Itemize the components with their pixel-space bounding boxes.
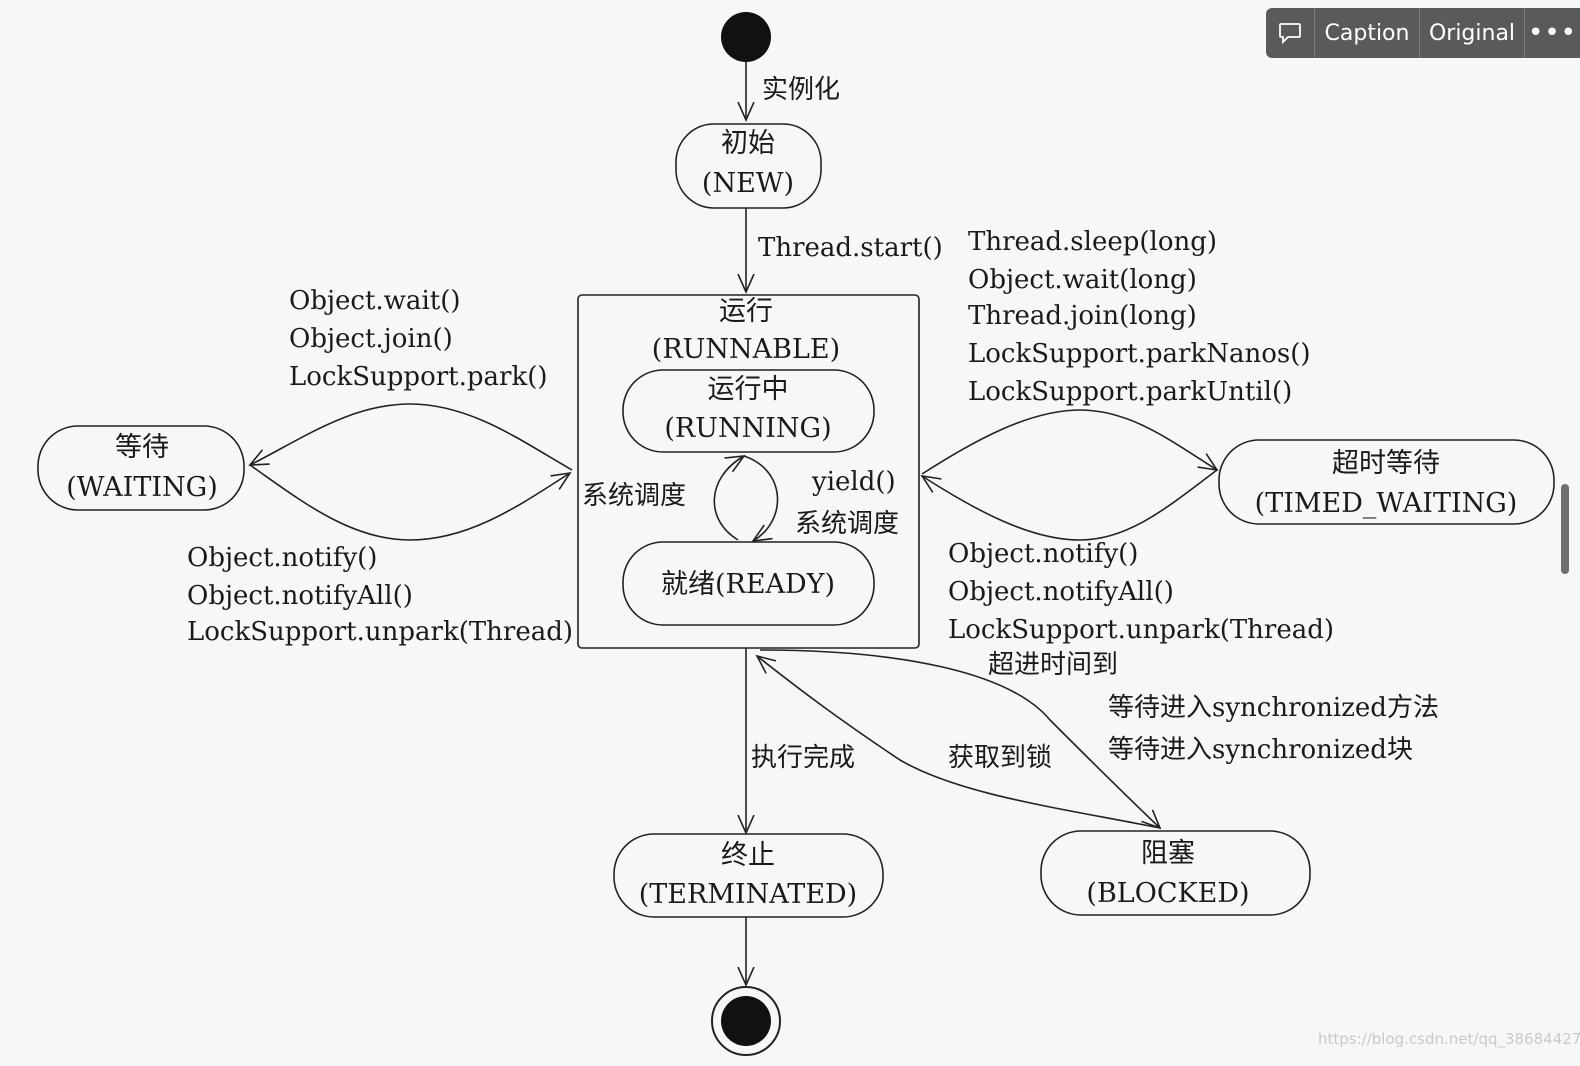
join-label: Object.join(): [289, 324, 453, 354]
sleep-label: Thread.sleep(long): [968, 227, 1217, 257]
image-toolbar: Caption Original •••: [1266, 8, 1580, 58]
state-blocked: [1040, 830, 1311, 916]
state-blocked-zh: 阻塞: [1141, 838, 1195, 869]
from-timed-waiting-arrow: [922, 469, 1218, 541]
caption-button[interactable]: Caption: [1315, 8, 1420, 58]
notify-label-right: Object.notify(): [948, 539, 1138, 569]
sync-block-label: 等待进入synchronized块: [1108, 735, 1413, 765]
yield-label: yield(): [811, 467, 896, 497]
state-running-zh: 运行中: [708, 374, 789, 405]
notify-label-left: Object.notify(): [187, 543, 377, 573]
running-to-ready-arrow: [743, 455, 779, 541]
acquire-lock-label: 获取到锁: [948, 743, 1052, 773]
state-ready: [622, 541, 875, 626]
finish-label: 执行完成: [751, 743, 855, 773]
speech-bubble-icon: [1279, 23, 1301, 44]
state-terminated: [613, 833, 884, 918]
parknanos-label: LockSupport.parkNanos(): [968, 339, 1310, 369]
to-timed-waiting-arrow: [921, 409, 1217, 475]
state-waiting-en: (WAITING): [66, 472, 218, 503]
schedule-label-left: 系统调度: [582, 481, 686, 511]
wait-label: Object.wait(): [289, 286, 461, 316]
ready-to-running-arrow: [713, 456, 744, 541]
join-long-label: Thread.join(long): [968, 301, 1197, 331]
scrollbar-handle[interactable]: [1561, 484, 1569, 574]
acquire-lock-arrow: [757, 656, 1161, 829]
final-node-ring: [711, 986, 781, 1056]
sync-method-label: 等待进入synchronized方法: [1108, 693, 1439, 723]
state-running-en: (RUNNING): [664, 413, 831, 444]
unpark-label-left: LockSupport.unpark(Thread): [187, 617, 573, 647]
park-label: LockSupport.park(): [289, 362, 548, 392]
notifyall-label-left: Object.notifyAll(): [187, 581, 413, 611]
state-runnable-en: (RUNNABLE): [652, 334, 840, 365]
state-timed-waiting: [1218, 439, 1555, 525]
initial-node: [721, 12, 771, 62]
thread-start-label: Thread.start(): [758, 233, 943, 263]
state-runnable-zh: 运行: [719, 296, 773, 327]
state-ready-text: 就绪(READY): [661, 569, 835, 600]
final-node: [721, 996, 771, 1046]
state-timed-waiting-zh: 超时等待: [1332, 448, 1440, 479]
schedule-label-right: 系统调度: [795, 509, 899, 539]
to-blocked-arrow: [759, 649, 1160, 828]
state-new: [675, 123, 822, 209]
parkuntil-label: LockSupport.parkUntil(): [968, 377, 1292, 407]
timeout-label: 超进时间到: [988, 650, 1118, 680]
state-waiting-zh: 等待: [115, 432, 169, 463]
wait-long-label: Object.wait(long): [968, 265, 1197, 295]
state-terminated-zh: 终止: [721, 840, 775, 871]
comment-button[interactable]: [1266, 8, 1315, 58]
state-timed-waiting-en: (TIMED_WAITING): [1255, 488, 1518, 519]
original-button[interactable]: Original: [1420, 8, 1525, 58]
unpark-label-right: LockSupport.unpark(Thread): [948, 615, 1334, 645]
state-blocked-en: (BLOCKED): [1086, 878, 1249, 909]
watermark: https://blog.csdn.net/qq_38684427: [1318, 1030, 1580, 1048]
state-terminated-en: (TERMINATED): [639, 879, 857, 910]
more-options-button[interactable]: •••: [1527, 18, 1577, 48]
state-running: [622, 369, 875, 453]
state-new-en: (NEW): [702, 168, 794, 199]
state-waiting: [37, 425, 245, 511]
from-waiting-arrow: [249, 464, 570, 541]
state-new-zh: 初始: [721, 128, 775, 159]
notifyall-label-right: Object.notifyAll(): [948, 577, 1174, 607]
to-waiting-arrow: [250, 403, 573, 471]
instantiate-label: 实例化: [762, 75, 840, 105]
